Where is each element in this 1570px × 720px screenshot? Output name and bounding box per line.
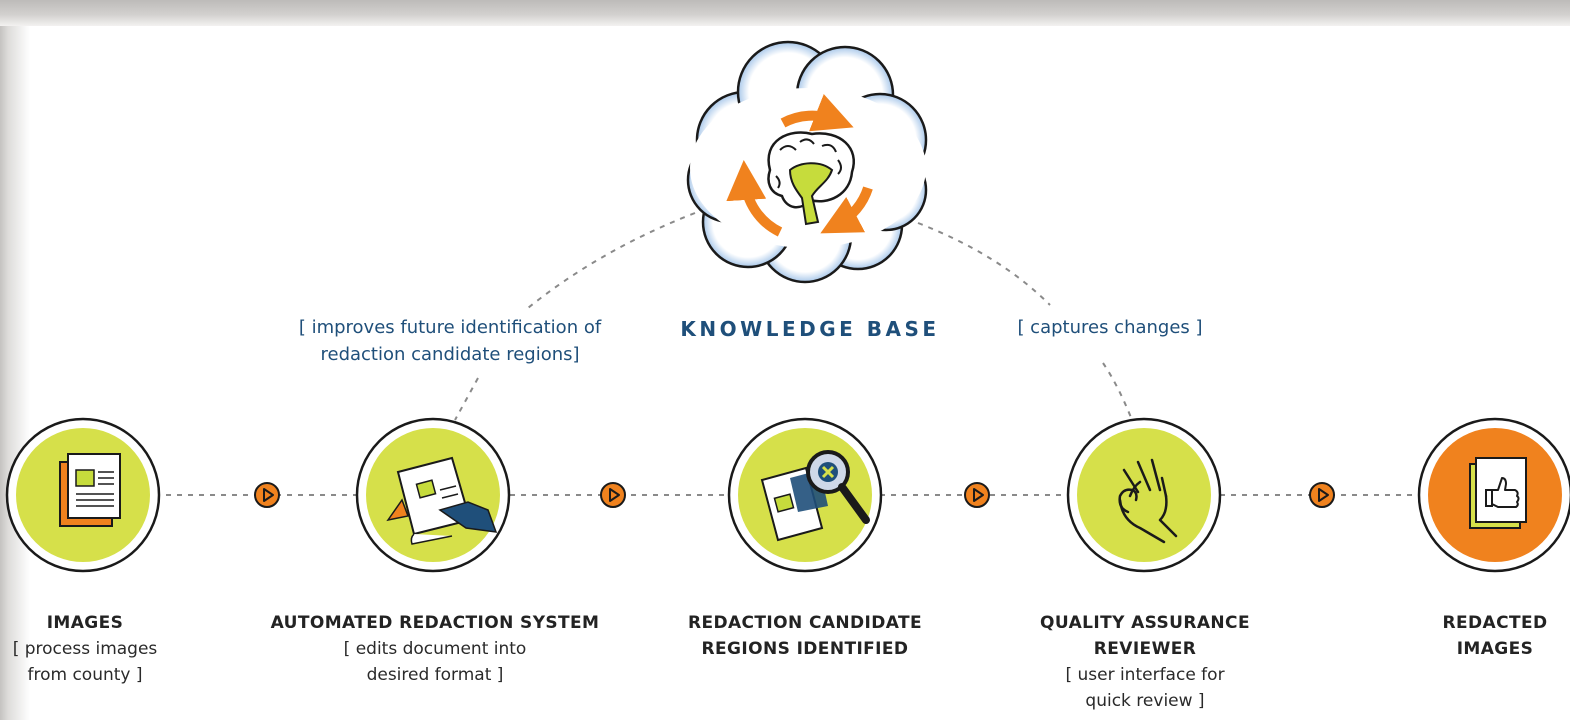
step-title: REDACTION CANDIDATE	[687, 613, 923, 633]
knowledge-base-label: KNOWLEDGE BASE	[680, 317, 940, 341]
flow-arrow-icons	[254, 482, 1335, 508]
top-bar	[0, 0, 1570, 26]
brain-icon	[767, 131, 855, 226]
step-title: AUTOMATED REDACTION SYSTEM	[270, 613, 600, 633]
caption-captures-changes: [ captures changes ]	[1017, 317, 1203, 338]
step-title: REDACTED	[1442, 613, 1548, 633]
step-images-label: IMAGES [ process images from county ]	[0, 610, 180, 688]
step-subtitle: desired format ]	[366, 665, 504, 685]
thumbs-up-document-icon	[1469, 457, 1527, 529]
connector-lower-right	[1102, 362, 1133, 421]
step-subtitle: [ edits document into	[343, 639, 527, 659]
connector-upper-right	[917, 222, 1051, 306]
play-arrow-icon	[600, 482, 626, 508]
play-arrow-icon	[254, 482, 280, 508]
step-candidate-regions-label: REDACTION CANDIDATE REGIONS IDENTIFIED	[650, 610, 960, 662]
play-arrow-icon	[1309, 482, 1335, 508]
step-subtitle: [ user interface for	[1065, 665, 1225, 685]
document-edit-icon	[386, 456, 498, 545]
connector-lower-left	[454, 377, 479, 421]
knowledge-base-connectors	[454, 212, 1133, 421]
step-redacted-images-label: REDACTED IMAGES	[1422, 610, 1568, 662]
step-automated-redaction-circle	[355, 417, 511, 573]
step-subtitle: from county ]	[27, 665, 143, 685]
document-icon	[59, 453, 121, 527]
step-title: REVIEWER	[1093, 639, 1197, 659]
step-images-circle	[5, 417, 161, 573]
step-title: QUALITY ASSURANCE	[1040, 613, 1250, 633]
step-quality-assurance-label: QUALITY ASSURANCE REVIEWER [ user interf…	[1000, 610, 1290, 714]
caption-line: [ improves future identification of	[298, 317, 602, 338]
step-automated-redaction-label: AUTOMATED REDACTION SYSTEM [ edits docum…	[240, 610, 630, 688]
magnifier-icon	[760, 450, 870, 542]
step-title: IMAGES	[46, 613, 124, 633]
step-subtitle: [ process images	[12, 639, 158, 659]
step-redacted-images-circle	[1417, 417, 1570, 573]
play-arrow-icon	[964, 482, 990, 508]
step-quality-assurance-circle	[1066, 417, 1222, 573]
caption-improves-identification: [ improves future identification of reda…	[250, 314, 650, 368]
step-title: REGIONS IDENTIFIED	[701, 639, 909, 659]
step-subtitle: quick review ]	[1085, 691, 1205, 711]
ok-hand-icon	[1118, 458, 1178, 544]
step-candidate-regions-circle	[727, 417, 883, 573]
connector-upper-left	[527, 212, 696, 309]
knowledge-base-cloud	[686, 40, 928, 284]
cycle-arrows-icon	[726, 94, 873, 237]
step-title: IMAGES	[1456, 639, 1534, 659]
caption-line: redaction candidate regions]	[320, 344, 580, 365]
